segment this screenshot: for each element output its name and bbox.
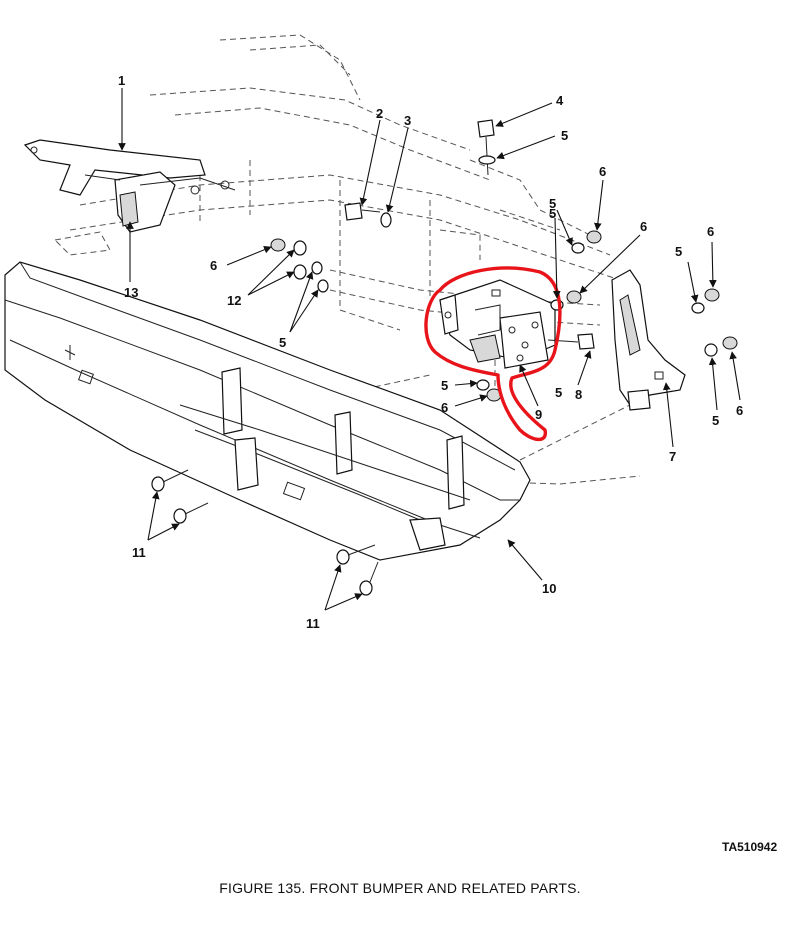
callout-12: 12 (227, 293, 241, 308)
side-mount-bracket (611, 269, 686, 411)
callout-6-left: 6 (210, 258, 217, 273)
callout-5-right-b: 5 (549, 206, 556, 221)
callout-7: 7 (669, 449, 676, 464)
callout-8: 8 (575, 387, 582, 402)
callout-5-bracket: 5 (555, 385, 562, 400)
callout-11-left: 11 (132, 545, 146, 560)
callout-5-far-right: 5 (675, 244, 682, 259)
callout-3: 3 (404, 113, 411, 128)
callout-labels: 1 2 3 4 5 13 5 6 6 5 6 12 5 5 6 5 5 6 8 … (118, 73, 743, 631)
callout-2: 2 (376, 106, 383, 121)
figure-caption: FIGURE 135. FRONT BUMPER AND RELATED PAR… (219, 880, 581, 896)
front-bumper (4, 261, 531, 561)
callout-5-top: 5 (561, 128, 568, 143)
callout-1: 1 (118, 73, 125, 88)
callout-6-side: 6 (736, 403, 743, 418)
callout-10: 10 (542, 581, 556, 596)
callout-13: 13 (124, 285, 138, 300)
callout-9: 9 (535, 407, 542, 422)
bumper-mount-bracket (439, 279, 556, 369)
hardware-fasteners (151, 119, 738, 596)
callout-5-left: 5 (279, 335, 286, 350)
callout-5-right-a: 5 (549, 196, 556, 211)
figure-reference-id: TA510942 (722, 840, 778, 854)
callout-4: 4 (556, 93, 564, 108)
callout-6-right-b: 6 (640, 219, 647, 234)
callout-6-lower: 6 (441, 400, 448, 415)
callout-6-far-right: 6 (707, 224, 714, 239)
leader-lines (118, 88, 741, 611)
callout-11-center: 11 (306, 616, 320, 631)
highlight-outline (424, 266, 562, 442)
frame-bracket-assembly (23, 139, 236, 233)
callout-5-side: 5 (712, 413, 719, 428)
callout-6-right-a: 6 (599, 164, 606, 179)
callout-5-lower: 5 (441, 378, 448, 393)
